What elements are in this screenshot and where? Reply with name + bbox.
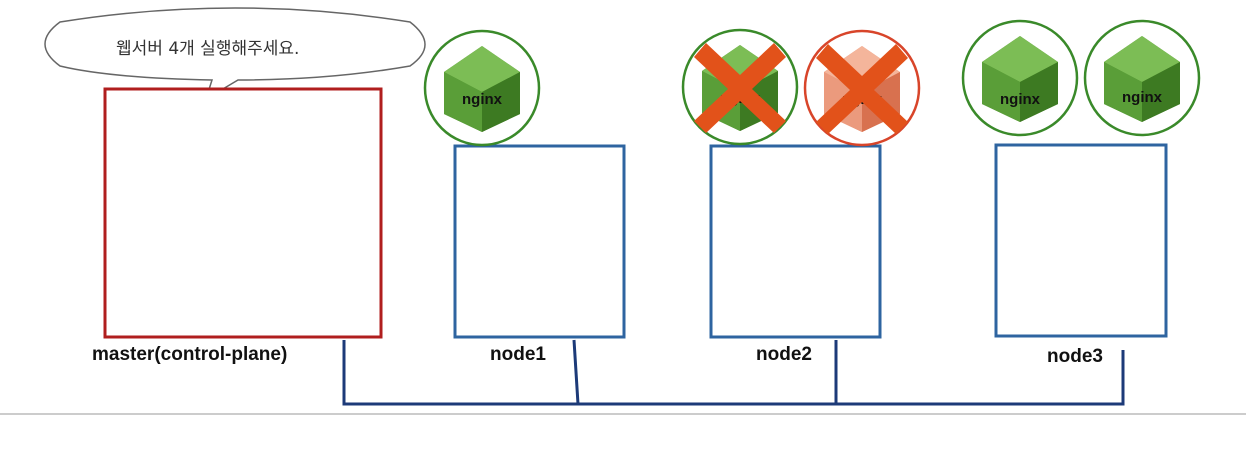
node3-label: node3: [1047, 346, 1103, 367]
pod-label: nginx: [1122, 89, 1163, 106]
node2-box: [709, 144, 882, 339]
node1-box: [453, 144, 626, 339]
node1-label: node1: [490, 344, 546, 365]
pod-label: nginx: [462, 91, 503, 108]
pod-node2-failed-1: nginx: [681, 28, 799, 146]
pod-node3-1: nginx: [961, 19, 1079, 137]
pod-node1: nginx: [423, 29, 541, 147]
node3-box: [994, 143, 1168, 338]
master-label: master(control-plane): [92, 344, 288, 365]
pod-node2-failed-2: nginx: [803, 29, 921, 147]
speech-bubble: [44, 7, 426, 101]
node2-label: node2: [756, 344, 812, 365]
network-lines: [342, 339, 1125, 406]
master-box: [103, 87, 383, 339]
pod-node3-2: nginx: [1083, 19, 1201, 137]
speech-bubble-text: 웹서버 4개 실행해주세요.: [116, 39, 300, 59]
pod-label: nginx: [1000, 91, 1041, 108]
